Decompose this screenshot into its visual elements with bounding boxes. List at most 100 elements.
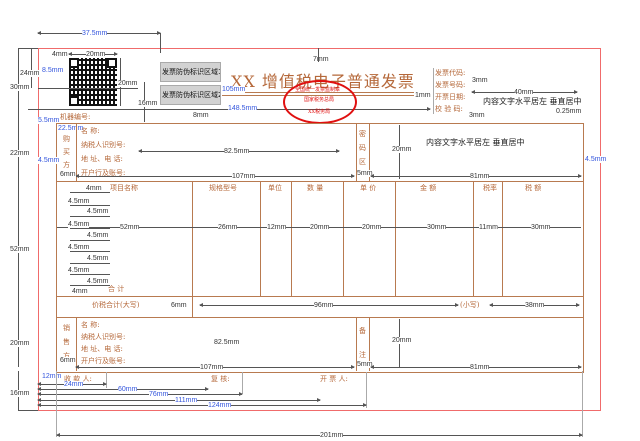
col-divider-4: [343, 181, 344, 296]
row-guide-0: [70, 192, 110, 193]
dim-h22: 22mm: [10, 150, 30, 157]
buyer-field-address: 地 址、电 话:: [81, 155, 123, 163]
field-invoice-number: 发票号码:: [435, 81, 466, 89]
dim-c5b: 5mm: [357, 361, 373, 368]
dim-h7-line: [318, 48, 319, 62]
dim-header-guide-3: [28, 109, 228, 110]
dim-h20b: 20mm: [10, 340, 30, 347]
dim-row-8: 4.5mm: [87, 278, 109, 285]
qr-finder-bl: [69, 96, 79, 106]
dim-tax-h6: 6mm: [171, 302, 187, 309]
dim-f60: 60mm: [118, 386, 138, 393]
dim-w81a: 81mm: [470, 173, 490, 180]
dim-header30: 30mm: [10, 84, 30, 91]
dim-buyer-w: 82.5mm: [224, 148, 250, 155]
dim-row4a: 4mm: [86, 185, 102, 192]
total-label: 合 计: [108, 285, 125, 293]
dim-h3a: 3mm: [472, 77, 488, 84]
dim-h20a: 20mm: [392, 146, 412, 153]
dim-f111: 111mm: [175, 397, 198, 404]
dim-col-w5: 20mm: [362, 224, 382, 231]
qr-finder-tl: [69, 58, 79, 68]
row-guide-7: [70, 274, 110, 275]
dim-row4b: 4mm: [72, 288, 88, 295]
seller-field-taxid: 纳税人识别号:: [81, 333, 126, 341]
stamp-middle-text: 国家税务总局: [304, 97, 335, 103]
dim-top-width: 37.5mm: [82, 30, 108, 37]
dim-total-line: [56, 433, 583, 437]
dim-f24: 24mm: [64, 381, 84, 388]
password-area-right: [369, 123, 370, 181]
remarks-label-1: 备: [359, 327, 366, 335]
dim-w107b: 107mm: [200, 364, 224, 371]
anti-counterfeit-block-1: 发票防伪标识区域1: [160, 62, 221, 82]
dim-total: 201mm: [320, 432, 344, 439]
row-guide-8: [70, 285, 110, 286]
dim-left5-5: 5.5mm: [38, 117, 60, 124]
dim-row-2: 4.5mm: [87, 208, 109, 215]
header-content-note: 内容文字水平居左 垂直居中: [483, 97, 582, 106]
dim-h1: 1mm: [415, 92, 431, 99]
header-fields-bracket: [433, 68, 434, 114]
dim-h52: 52mm: [10, 246, 30, 253]
dim-h16: 16mm: [138, 100, 158, 107]
dim-f124: 124mm: [208, 402, 232, 409]
row-guide-5: [70, 251, 110, 252]
machine-number-label: 机器编号:: [60, 113, 91, 121]
col-divider-1: [192, 181, 193, 296]
col-divider-2: [260, 181, 261, 296]
dim-f12: 12mm: [42, 373, 62, 380]
total-width-right-tick: [582, 371, 583, 437]
col-divider-3: [291, 181, 292, 296]
buyer-side-label-3: 方: [63, 161, 70, 169]
dim-row-3: 4.5mm: [68, 221, 90, 228]
remarks-label-2: 注: [359, 351, 366, 359]
anti-counterfeit-block-2: 发票防伪标识区域2: [160, 85, 221, 105]
col-header-name: 项目名称: [110, 184, 138, 192]
buyer-field-bank: 开户行及账号:: [81, 169, 126, 177]
sheet-border-bottom: [38, 410, 601, 411]
dim-h16f: 16mm: [10, 390, 30, 397]
row-guide-6: [70, 263, 110, 264]
password-label-2: 码: [359, 144, 366, 152]
dim-x105: 105mm: [222, 86, 246, 93]
dim-col-w1: 52mm: [120, 224, 140, 231]
col-header-tax: 税 额: [525, 184, 542, 192]
row-guide-1: [70, 205, 110, 206]
field-check-code: 校 验 码:: [435, 105, 463, 113]
col-header-unit: 单位: [268, 184, 282, 192]
seller-top-line: [56, 317, 583, 318]
sheet-border-right: [600, 48, 601, 411]
buyer-label-divider: [76, 123, 77, 181]
dim-header-guide-1: [18, 48, 38, 49]
password-area-left: [356, 123, 357, 181]
dim-col-w3: 12mm: [267, 224, 287, 231]
dim-top-tick-right: [160, 33, 161, 53]
dim-qr-offset: 8.5mm: [42, 67, 64, 74]
seller-field-address: 地 址、电 话:: [81, 345, 123, 353]
dim-h7: 7mm: [313, 56, 329, 63]
dim-right4-5: 4.5mm: [585, 156, 607, 163]
dim-left4-5: 4.5mm: [38, 157, 60, 164]
col-header-amount: 金 额: [420, 184, 437, 192]
sheet-border-top: [38, 48, 601, 49]
total-row-line: [56, 296, 583, 297]
dim-row-7: 4.5mm: [68, 267, 90, 274]
qr-finder-tr: [107, 58, 117, 68]
dim-w40: 40mm: [514, 89, 534, 96]
col-divider-5: [395, 181, 396, 296]
dim-row-5: 4.5mm: [68, 244, 90, 251]
dim-col-w4: 20mm: [310, 224, 330, 231]
dim-w0-25: 0.25mm: [556, 108, 582, 115]
items-top-line: [56, 181, 583, 182]
password-label-3: 区: [359, 158, 366, 166]
dim-w81b: 81mm: [470, 364, 490, 371]
seller-side-label-1: 销: [63, 324, 70, 332]
stamp-top-text: 全国统一发票监制章: [295, 87, 341, 93]
field-invoice-code: 发票代码:: [435, 69, 466, 77]
seller-label-divider: [76, 317, 77, 371]
dim-h16f-guide: [18, 410, 38, 411]
reviewer-label: 复 核:: [211, 375, 230, 383]
password-label-1: 密: [359, 130, 366, 138]
dim-x148: 148.5mm: [228, 105, 258, 112]
